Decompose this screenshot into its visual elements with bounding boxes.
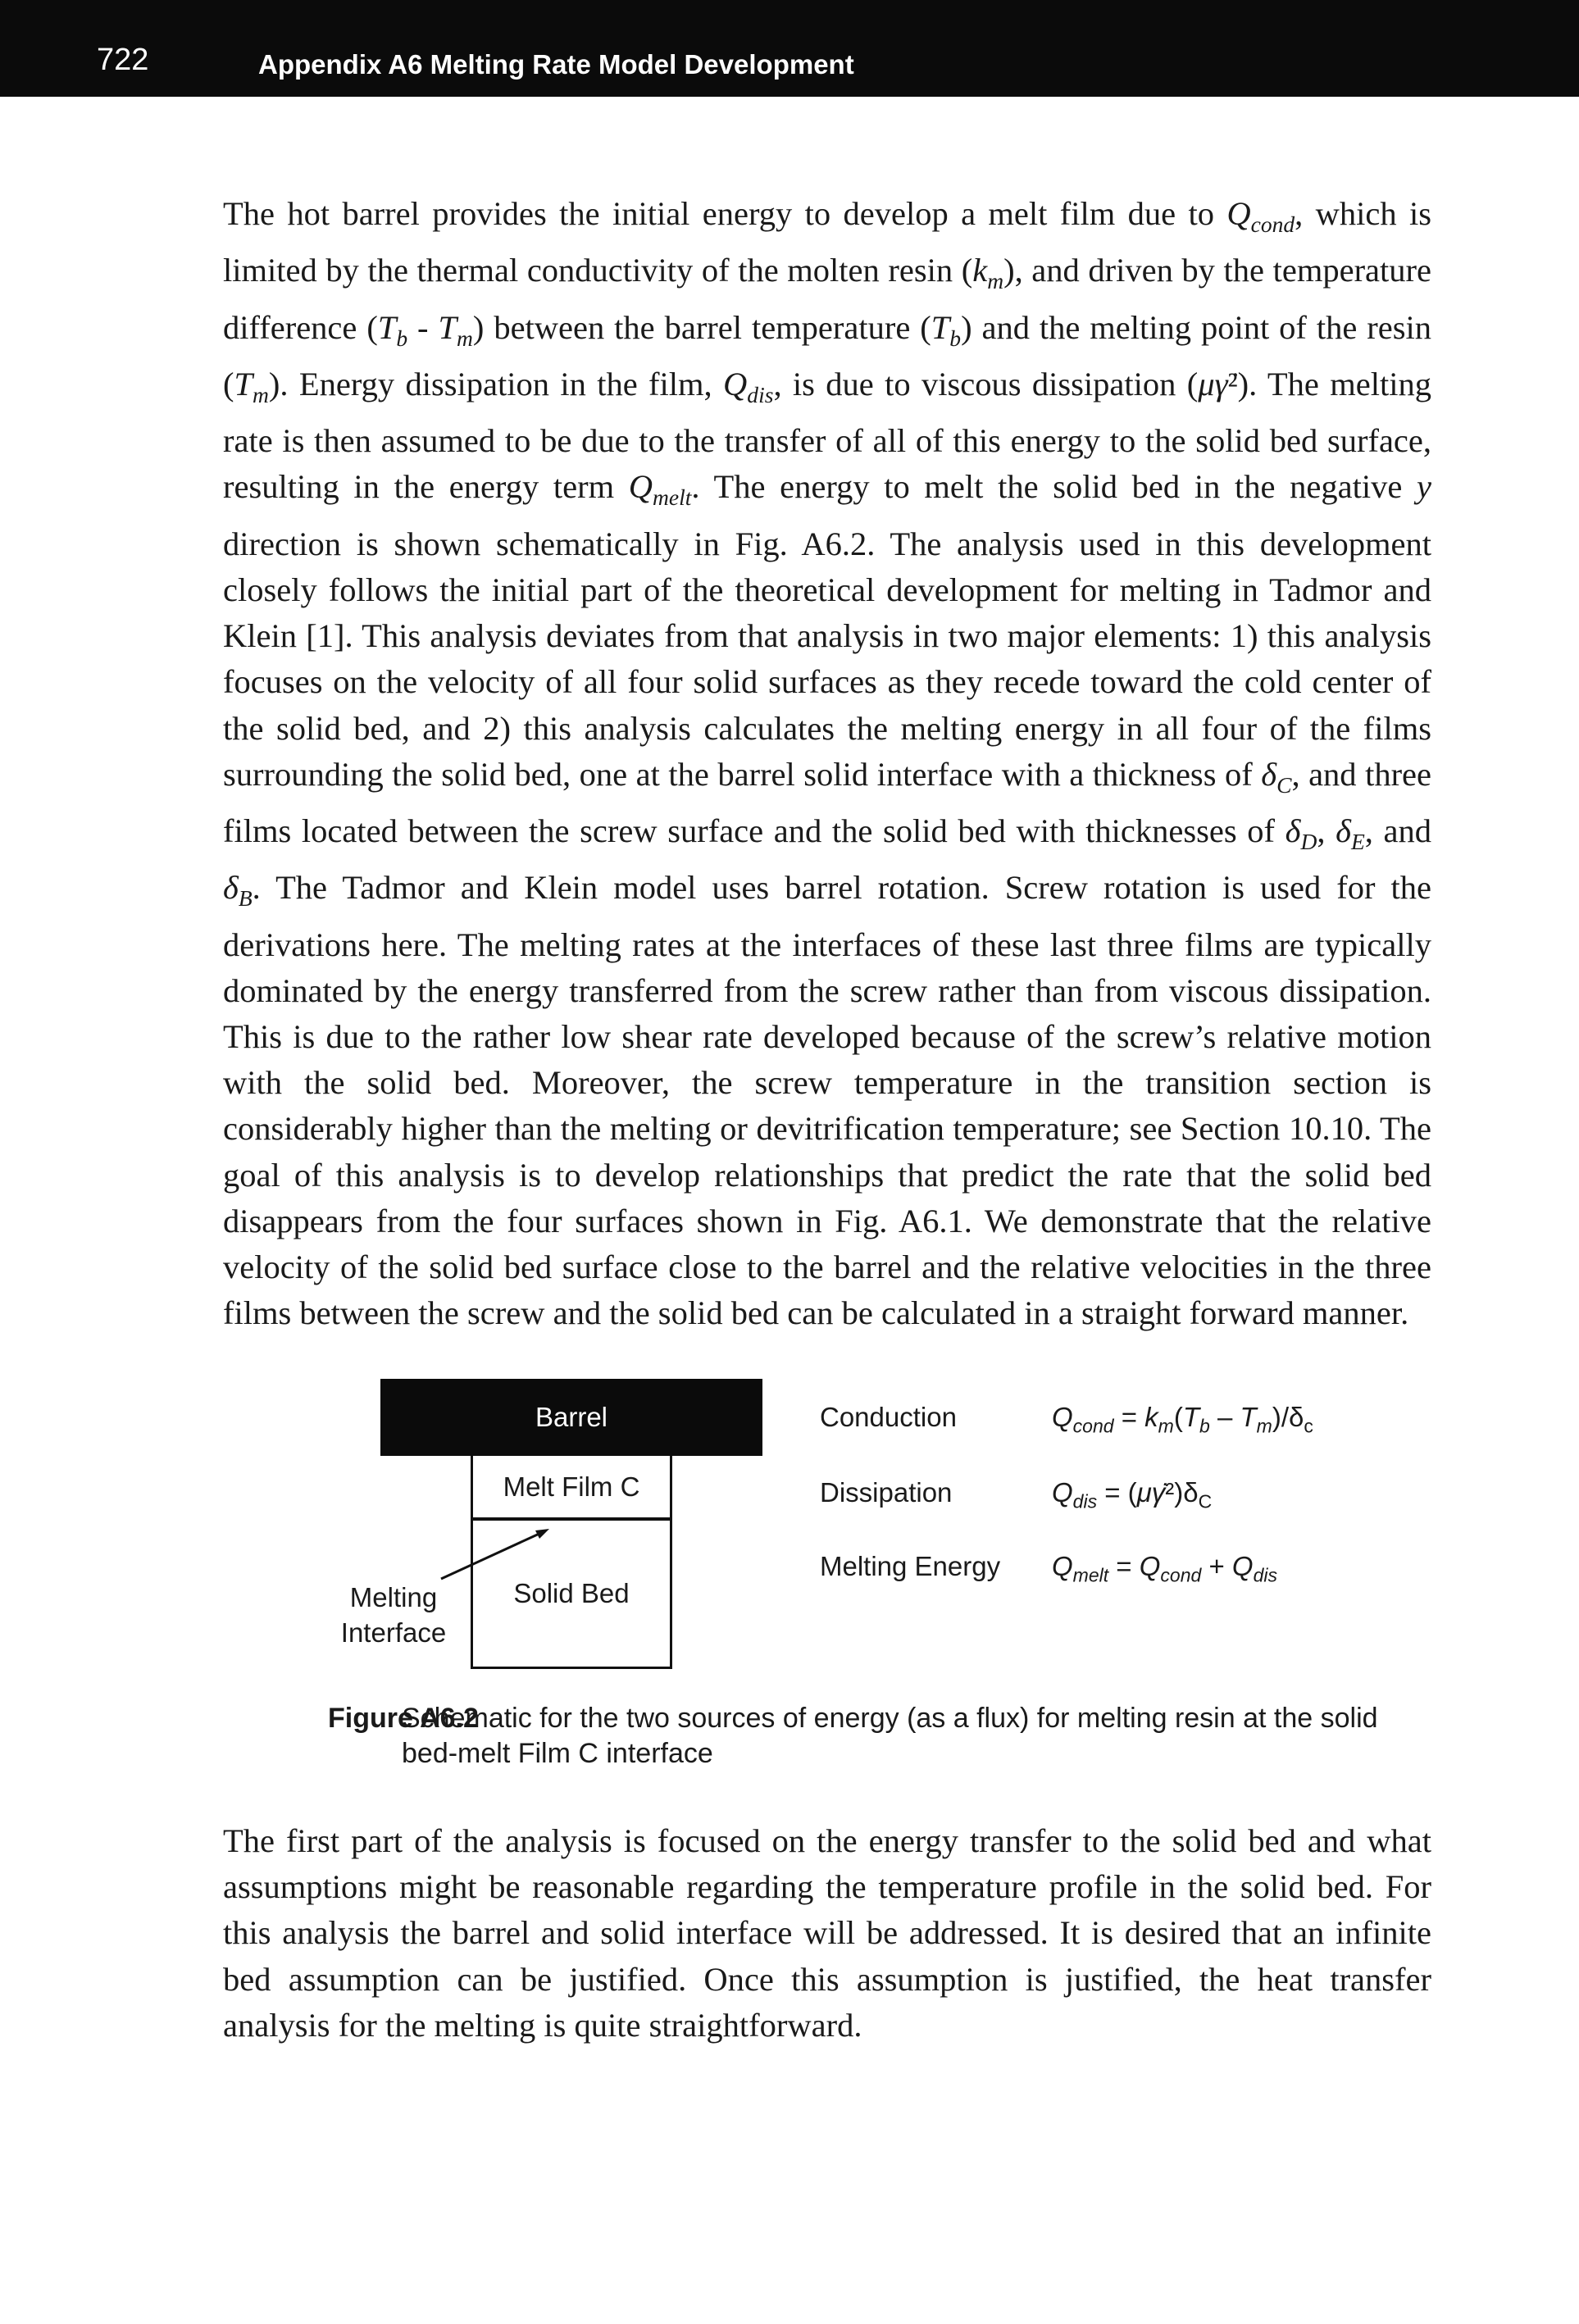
melting-energy-label: Melting Energy	[820, 1551, 1001, 1581]
caption-label: Figure A6.2	[328, 1703, 479, 1734]
dissipation-label: Dissipation	[820, 1477, 953, 1508]
paragraph-2-text: The first part of the analysis is focuse…	[223, 1822, 1431, 2044]
body-paragraph-1: The hot barrel provides the initial ener…	[223, 191, 1431, 1336]
body-paragraph-2: The first part of the analysis is focuse…	[223, 1818, 1431, 2049]
caption-body: Schematic for the two sources of energy …	[402, 1703, 1378, 1769]
dissipation-equation: Qdis = (μγ̇²)δC	[1052, 1477, 1213, 1512]
solid-bed-box: Solid Bed	[471, 1518, 672, 1669]
conduction-label: Conduction	[820, 1402, 957, 1432]
conduction-equation: Qcond = km(Tb – Tm)/δc	[1052, 1402, 1313, 1437]
running-head: Appendix A6 Melting Rate Model Developme…	[258, 49, 854, 80]
barrel-box: Barrel	[380, 1379, 762, 1456]
melting-energy-equation: Qmelt = Qcond + Qdis	[1052, 1551, 1277, 1586]
page-number: 722	[97, 43, 149, 77]
melting-interface-arrow	[440, 1529, 549, 1580]
paragraph-1-text: The hot barrel provides the initial ener…	[223, 195, 1432, 1332]
page-header: 722 Appendix A6 Melting Rate Model Devel…	[0, 0, 1579, 97]
